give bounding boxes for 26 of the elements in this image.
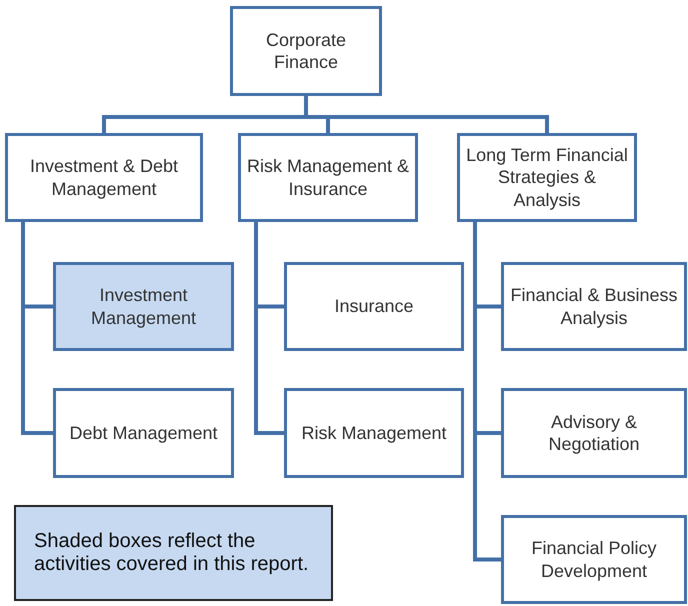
org-box [53, 388, 234, 478]
connector-line [304, 96, 549, 133]
box-label: Risk Management [301, 422, 447, 444]
note-text: Shaded boxes reflect the activities covered in this report. [34, 530, 310, 576]
box-label: Investment Management [90, 284, 198, 329]
box-label: Financial Policy Development [530, 537, 658, 582]
box-label: Risk Management & Insurance [246, 155, 410, 200]
box-label: Debt Management [69, 422, 218, 444]
box-label: Financial & Business Analysis [509, 284, 679, 329]
org-box [501, 262, 687, 351]
org-box [5, 133, 203, 222]
org-box [53, 262, 234, 351]
org-box [284, 262, 464, 351]
box-label: Advisory & Negotiation [547, 410, 641, 456]
connector-line [473, 222, 501, 562]
note-box [14, 505, 333, 601]
org-box [238, 133, 418, 222]
org-box [501, 515, 687, 604]
org-box [230, 6, 382, 96]
box-label: Insurance [334, 295, 414, 318]
box-label: Long Term Financial Strategies & Analysis [465, 144, 629, 212]
org-box [501, 388, 687, 478]
box-label: Corporate Finance [264, 28, 348, 74]
org-box [284, 388, 464, 478]
box-label: Investment & Debt Management [28, 155, 180, 200]
org-box [457, 133, 637, 222]
